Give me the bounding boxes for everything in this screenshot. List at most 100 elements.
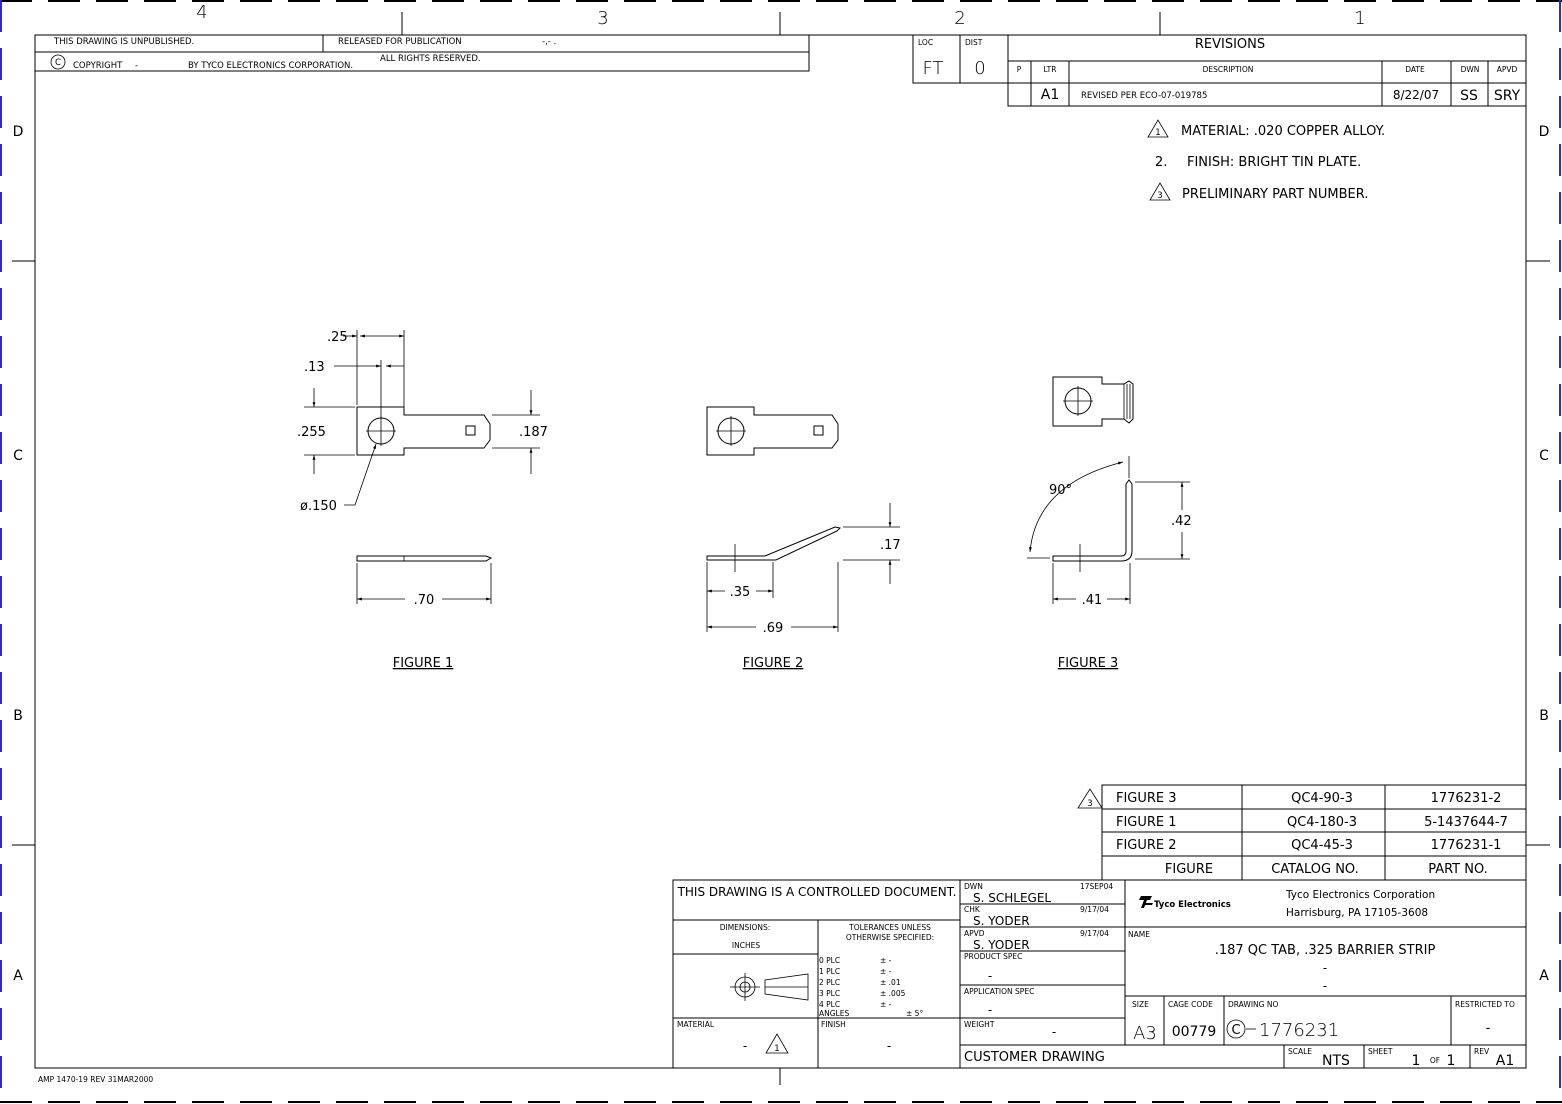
copyright-symbol: C <box>55 58 61 68</box>
copyright-icon <box>50 54 66 70</box>
rev-header-p: P <box>1017 65 1022 74</box>
apvd-name: S. YODER <box>973 938 1030 952</box>
copyright-text: COPYRIGHT <box>73 61 123 71</box>
tolerance-0-plc: 0 PLC <box>819 956 840 965</box>
parts-row-2-figure: FIGURE 1 <box>1116 815 1177 830</box>
fig3-dim-w: .41 <box>1082 593 1103 608</box>
rev-description: REVISED PER ECO-07-019785 <box>1081 91 1207 101</box>
dist-value: 0 <box>974 58 985 79</box>
chk-date: 9/17/04 <box>1080 905 1109 914</box>
zone-right-d: D <box>1539 124 1550 140</box>
zone-top-3: 3 <box>597 8 608 29</box>
sheet-number: 1 <box>1412 1053 1421 1069</box>
publication-header <box>34 34 810 72</box>
size-label: SIZE <box>1132 1000 1149 1009</box>
figure-2-label: FIGURE 2 <box>743 656 804 671</box>
angles-value: ± 5° <box>906 1009 923 1018</box>
rev-apvd: SRY <box>1494 88 1521 104</box>
fig3-dim-angle: 90° <box>1049 483 1072 498</box>
product-spec-value: - <box>988 969 992 983</box>
fig1-dim-b: .13 <box>304 360 325 375</box>
tolerance-2-value: ± .01 <box>880 978 901 987</box>
zone-left-d: D <box>13 124 24 140</box>
parts-flag-number: 3 <box>1087 799 1092 809</box>
figure-3-label: FIGURE 3 <box>1058 656 1119 671</box>
application-spec-label: APPLICATION SPEC <box>964 987 1034 996</box>
fig1-dim-c: .255 <box>297 425 326 440</box>
zone-top-2: 2 <box>954 8 965 29</box>
tolerances-title-2: OTHERWISE SPECIFIED: <box>846 933 934 942</box>
material-flag-number: 1 <box>774 1044 779 1054</box>
note-flag-icon <box>1149 182 1171 201</box>
form-reference: AMP 1470-19 REV 31MAR2000 <box>38 1075 153 1084</box>
part-name-line-3: - <box>1323 979 1327 993</box>
company-line: BY TYCO ELECTRONICS CORPORATION. <box>188 61 353 71</box>
copyright-dash: - <box>135 61 138 71</box>
angles-label: ANGLES <box>819 1009 849 1018</box>
note-2-text: FINISH: BRIGHT TIN PLATE. <box>1187 155 1361 170</box>
size-value: A3 <box>1133 1023 1157 1044</box>
fig1-dim-f: .70 <box>414 593 435 608</box>
tolerance-3-plc: 3 PLC <box>819 989 840 998</box>
rev-header-description: DESCRIPTION <box>1203 65 1254 74</box>
tolerance-1-plc: 1 PLC <box>819 967 840 976</box>
zone-right-c: C <box>1539 448 1549 464</box>
zone-right-a: A <box>1539 968 1549 984</box>
rev-header-date: DATE <box>1405 65 1425 74</box>
controlled-document-text: THIS DRAWING IS A CONTROLLED DOCUMENT. <box>677 885 957 899</box>
product-spec-label: PRODUCT SPEC <box>964 952 1022 961</box>
zone-left-b: B <box>13 708 23 724</box>
figure-3 <box>1027 376 1190 604</box>
chk-label: CHK <box>964 905 981 914</box>
dwn-label: DWN <box>964 882 983 891</box>
drawing-no-label: DRAWING NO <box>1228 1000 1278 1009</box>
fig3-dim-h: .42 <box>1171 514 1192 529</box>
drawing-size-circle-icon <box>1226 1019 1246 1039</box>
apvd-label: APVD <box>964 929 985 938</box>
scale-value: NTS <box>1322 1053 1350 1069</box>
finish-label: FINISH <box>821 1020 846 1029</box>
company-name: Tyco Electronics Corporation <box>1285 889 1435 901</box>
note-2-marker: 2. <box>1155 155 1167 170</box>
sheet-total: 1 <box>1447 1053 1456 1069</box>
parts-row-2-catalog: QC4-180-3 <box>1287 815 1357 830</box>
name-label: NAME <box>1128 930 1150 939</box>
parts-header-figure: FIGURE <box>1165 862 1213 877</box>
tolerance-4-value: ± - <box>880 1000 892 1009</box>
loc-label: LOC <box>918 38 933 47</box>
note-3-text: PRELIMINARY PART NUMBER. <box>1182 187 1368 202</box>
dist-label: DIST <box>965 38 983 47</box>
dimensions-label: DIMENSIONS: <box>720 923 771 932</box>
material-label: MATERIAL <box>677 1020 715 1029</box>
title-block <box>672 879 1527 1069</box>
fig1-dim-a: .25 <box>327 330 348 345</box>
restricted-to-value: - <box>1486 1021 1491 1036</box>
fig2-dim-c: .69 <box>763 621 784 636</box>
tolerance-3-value: ± .005 <box>880 989 906 998</box>
fig1-dim-e: ø.150 <box>300 499 337 514</box>
drawing-no-prefix: C <box>1231 1023 1240 1038</box>
material-value: - <box>743 1039 747 1053</box>
rev-header-dwn: DWN <box>1461 65 1480 74</box>
rev-dwn: SS <box>1460 88 1478 104</box>
tyco-logo-icon <box>1139 896 1153 908</box>
figure-1 <box>304 330 540 604</box>
scale-label: SCALE <box>1288 1047 1312 1056</box>
parts-row-1-part: 1776231-2 <box>1431 791 1502 806</box>
tolerance-0-value: ± - <box>880 956 892 965</box>
part-name-line-2: - <box>1323 961 1327 975</box>
chk-name: S. YODER <box>973 914 1030 928</box>
rev-label: REV <box>1474 1047 1490 1056</box>
part-name: .187 QC TAB, .325 BARRIER STRIP <box>1215 943 1436 958</box>
parts-row-3-figure: FIGURE 2 <box>1116 838 1177 853</box>
parts-row-2-part: 5-1437644-7 <box>1424 815 1508 830</box>
parts-row-3-part: 1776231-1 <box>1431 838 1502 853</box>
loc-value: FT <box>922 58 943 79</box>
sheet-label: SHEET <box>1368 1047 1393 1056</box>
customer-drawing-label: CUSTOMER DRAWING <box>964 1050 1105 1065</box>
zone-top-4: 4 <box>196 2 207 23</box>
rev-header-apvd: APVD <box>1497 65 1518 74</box>
logo-text: Tyco Electronics <box>1154 900 1231 910</box>
preliminary-flag-icon <box>1077 788 1103 809</box>
